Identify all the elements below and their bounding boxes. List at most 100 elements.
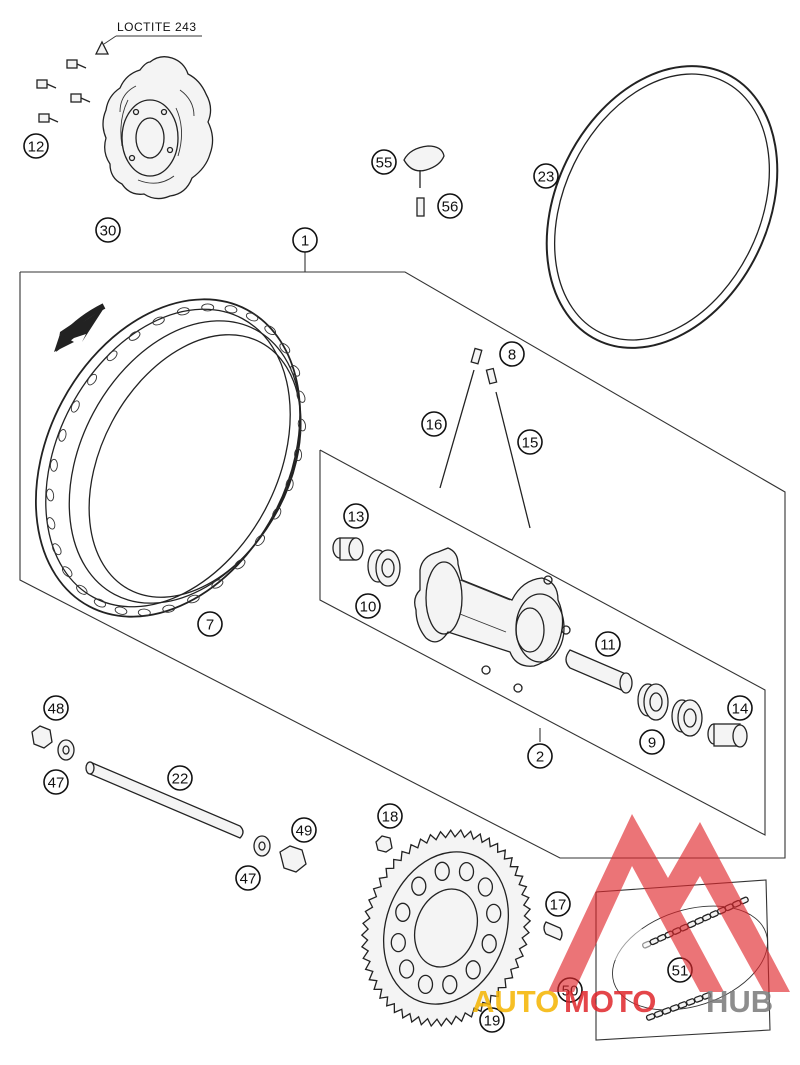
rim-spoke-hole (76, 584, 88, 595)
callout-23: 23 (533, 163, 559, 189)
bearing-10 (367, 549, 401, 587)
rim-spoke-hole (162, 604, 176, 613)
rim-spoke-hole (296, 390, 306, 403)
sprocket-lightening-hole (481, 934, 497, 954)
spoke-left (439, 347, 483, 489)
svg-text:17: 17 (550, 897, 567, 914)
callout-49: 49 (291, 817, 317, 843)
rim (35, 298, 307, 618)
assembly-frame-hub (319, 449, 766, 836)
rim-spoke-hole (52, 543, 62, 556)
callout-51: 51 (667, 957, 693, 983)
svg-text:16: 16 (426, 417, 443, 434)
svg-text:56: 56 (442, 199, 459, 216)
callout-47b: 47 (235, 865, 261, 891)
svg-text:7: 7 (206, 617, 214, 634)
callout-19: 19 (479, 1007, 505, 1033)
svg-text:47: 47 (48, 775, 65, 792)
nut-48 (31, 725, 53, 749)
sprocket-lightening-hole (395, 902, 411, 922)
callout-14: 14 (727, 695, 753, 721)
assembly-frame-wheel (19, 244, 786, 859)
svg-text:30: 30 (100, 223, 117, 240)
svg-text:12: 12 (28, 139, 45, 156)
callout-17: 17 (545, 891, 571, 917)
callout-55: 55 (371, 149, 397, 175)
loctite-label: LOCTITE 243 (117, 20, 197, 34)
rim-spoke-hole (294, 448, 303, 462)
watermark-auto: AUTO (472, 984, 559, 1019)
svg-text:49: 49 (296, 823, 313, 840)
svg-text:47: 47 (240, 871, 257, 888)
rim-spoke-hole (93, 598, 106, 608)
rim-spoke-hole (106, 350, 118, 362)
rim-spoke-hole (285, 478, 294, 492)
callout-48: 48 (43, 695, 69, 721)
callout-30: 30 (95, 217, 121, 243)
sprocket-lightening-hole (465, 960, 481, 980)
callout-13: 13 (343, 503, 369, 529)
callout-7: 7 (197, 611, 223, 637)
rim-spoke-hole (211, 579, 224, 589)
svg-text:1: 1 (301, 233, 309, 250)
callout-1: 1 (292, 227, 318, 253)
callout-11: 11 (595, 631, 621, 657)
sprocket-lightening-hole (434, 861, 450, 881)
rim-spoke-hole (234, 559, 246, 570)
sprocket-lightening-hole (398, 959, 415, 979)
rim-spoke-hole (176, 307, 190, 316)
svg-text:51: 51 (672, 963, 689, 980)
rim-spoke-hole (61, 566, 73, 578)
rim-spoke-hole (187, 594, 200, 604)
rim-spoke-hole (272, 507, 282, 520)
chain-link (677, 1001, 688, 1009)
hub (414, 547, 571, 693)
sprocket-lightening-hole (477, 877, 494, 897)
rim-spoke-hole (87, 373, 98, 386)
callout-16: 16 (421, 411, 447, 437)
svg-text:55: 55 (376, 155, 393, 172)
rim-spoke-hole (152, 316, 165, 326)
rim-spoke-hole (245, 312, 259, 322)
rim-spoke-hole (290, 365, 301, 377)
sprocket (360, 828, 532, 1028)
svg-text:48: 48 (48, 701, 65, 718)
callout-22: 22 (167, 765, 193, 791)
chain-link (693, 995, 704, 1003)
valve-nut (416, 197, 425, 217)
rim-spoke-hole (46, 517, 56, 530)
callout-18: 18 (377, 803, 403, 829)
rim-spoke-hole (49, 458, 58, 472)
rim-spoke-hole (297, 418, 307, 432)
callout-2: 2 (527, 743, 553, 769)
rim-spoke-hole (264, 325, 277, 336)
svg-text:14: 14 (732, 701, 749, 718)
svg-text:11: 11 (600, 637, 616, 654)
axle (85, 761, 244, 839)
sprocket-bolt (543, 921, 563, 941)
spacer-11 (565, 649, 633, 694)
rim-spoke-hole (70, 400, 80, 413)
chain-link (685, 998, 696, 1006)
washer-47b (253, 835, 271, 857)
bearing-9a (637, 683, 669, 721)
chain-link (669, 1004, 680, 1012)
sprocket-lightening-hole (390, 932, 406, 953)
sprocket-lightening-hole (442, 975, 458, 995)
sprocket-lightening-hole (411, 876, 427, 896)
svg-text:9: 9 (648, 735, 656, 752)
sprocket-nut (375, 835, 393, 853)
sprocket-lightening-hole (458, 861, 475, 882)
rim-spoke-hole (46, 488, 55, 502)
rim-spoke-hole (137, 608, 151, 617)
callout-15: 15 (517, 429, 543, 455)
spoke-right (485, 367, 531, 529)
svg-text:10: 10 (360, 599, 377, 616)
watermark-hub: HUB (706, 984, 773, 1019)
svg-text:23: 23 (538, 169, 555, 186)
svg-text:19: 19 (484, 1013, 501, 1030)
nut-49 (279, 845, 307, 873)
callout-9: 9 (639, 729, 665, 755)
chain-link (661, 1007, 672, 1015)
